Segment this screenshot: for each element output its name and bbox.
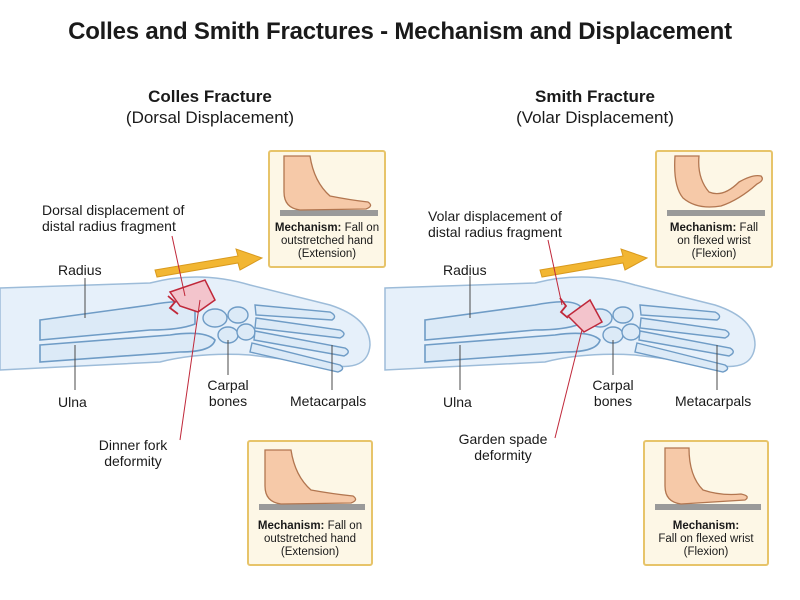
smith-title: Smith Fracture: [535, 87, 655, 106]
smith-mechanism-box-bottom: Mechanism: Fall on flexed wrist (Flexion…: [643, 440, 769, 566]
colles-deformity-label: Dinner fork deformity: [98, 437, 168, 469]
smith-fracture-fragment: [566, 298, 604, 333]
smith-deformity-label: Garden spade deformity: [458, 431, 548, 463]
smith-carpal-label: Carpal bones: [592, 377, 634, 409]
smith-metacarpals-label: Metacarpals: [675, 393, 752, 409]
colles-metacarpals-label: Metacarpals: [290, 393, 367, 409]
hand-flexion-icon: [667, 155, 765, 216]
smith-displacement-label: Volar displacement of distal radius frag…: [428, 208, 562, 240]
colles-leader-lines: [74, 235, 333, 441]
colles-carpal-label: Carpal bones: [207, 377, 249, 409]
page-title: Colles and Smith Fractures - Mechanism a…: [68, 18, 732, 45]
colles-mechanism-box-top: Mechanism: Fall on outstretched hand (Ex…: [268, 150, 386, 268]
smith-arm-illustration: [384, 276, 756, 373]
colles-radius-label: Radius: [58, 262, 102, 278]
smith-heading: Smith Fracture (Volar Displacement): [445, 86, 745, 128]
smith-mechanism-text-bottom: Mechanism: Fall on flexed wrist (Flexion…: [658, 520, 754, 558]
smith-radius-label: Radius: [443, 262, 487, 278]
colles-title: Colles Fracture: [148, 87, 272, 106]
colles-arm-illustration: [0, 276, 371, 373]
hand-extension-icon: [280, 155, 378, 216]
smith-leader-lines: [459, 239, 718, 439]
colles-subtitle: (Dorsal Displacement): [125, 108, 295, 127]
smith-subtitle: (Volar Displacement): [516, 108, 674, 127]
smith-mechanism-box-top: Mechanism: Fall on flexed wrist (Flexion…: [655, 150, 773, 268]
smith-arrow-icon: [539, 248, 649, 278]
hand-extension-icon: [259, 449, 365, 510]
colles-mechanism-box-bottom: Mechanism: Fall on outstretched hand (Ex…: [247, 440, 373, 566]
smith-ulna-label: Ulna: [443, 394, 472, 410]
colles-mechanism-text-top: Mechanism: Fall on outstretched hand (Ex…: [274, 222, 380, 260]
colles-ulna-label: Ulna: [58, 394, 87, 410]
colles-heading: Colles Fracture (Dorsal Displacement): [60, 86, 360, 128]
smith-mechanism-text-top: Mechanism: Fall on flexed wrist (Flexion…: [669, 222, 759, 260]
colles-displacement-label: Dorsal displacement of distal radius fra…: [42, 202, 185, 234]
colles-fracture-fragment: [168, 279, 216, 313]
colles-arrow-icon: [154, 248, 264, 278]
colles-mechanism-text-bottom: Mechanism: Fall on outstretched hand (Ex…: [257, 520, 363, 558]
hand-flexion-icon: [655, 447, 761, 510]
